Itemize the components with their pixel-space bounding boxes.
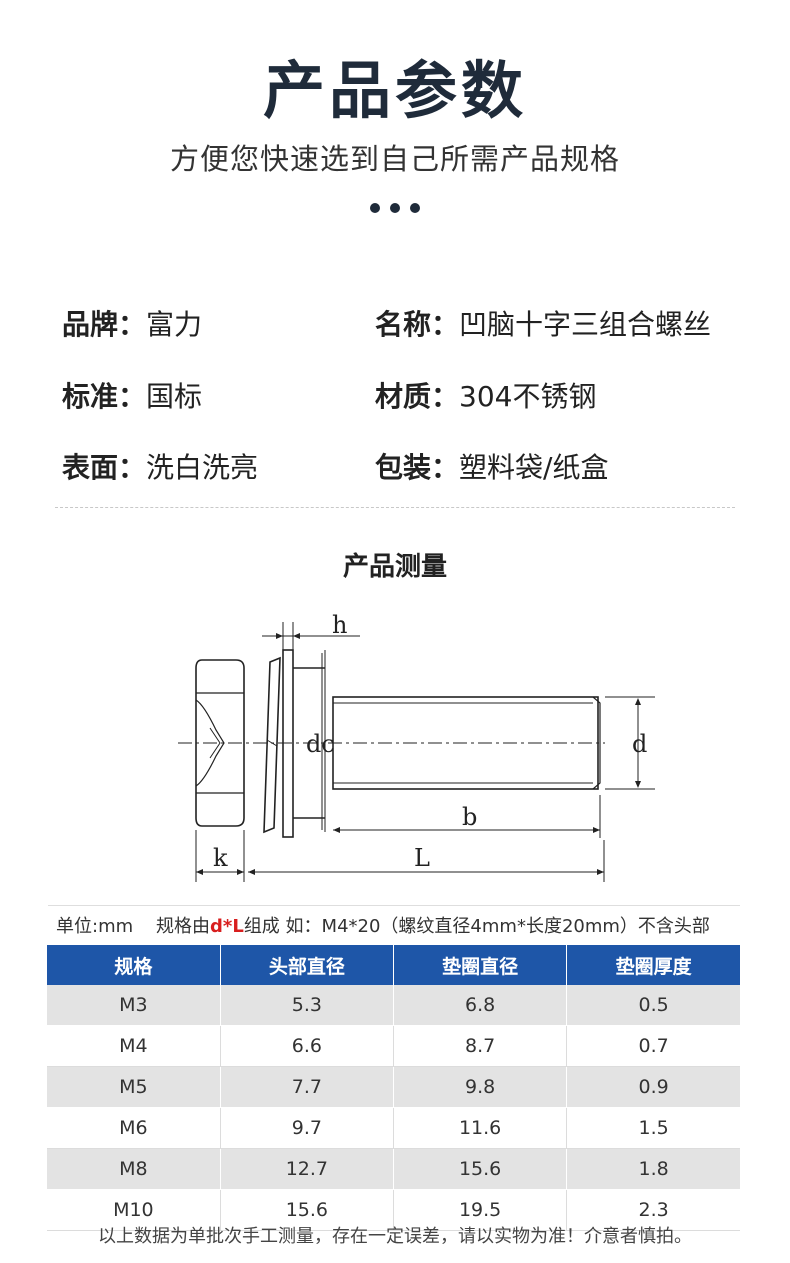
spec-material-key: 材质：	[375, 380, 460, 413]
spec-surface-value: 洗白洗亮	[146, 451, 259, 484]
table-cell: M6	[47, 1107, 221, 1149]
table-cell: M4	[47, 1025, 221, 1067]
spec-brand-key: 品牌：	[62, 308, 147, 341]
table-cell: M8	[47, 1148, 221, 1190]
page-subtitle: 方便您快速选到自己所需产品规格	[169, 142, 620, 176]
page-title: 产品参数	[262, 54, 527, 127]
table-cell: M10	[47, 1189, 221, 1231]
table-cell: 2.3	[566, 1189, 740, 1231]
table-cell: M3	[47, 985, 221, 1026]
table-cell: 0.7	[566, 1025, 740, 1067]
table-cell: 0.5	[566, 985, 740, 1026]
table-header: 垫圈直径	[393, 945, 568, 985]
spec-brand-value: 富力	[146, 308, 203, 341]
label-d: d	[632, 730, 647, 758]
spec-standard: 标准：国标	[62, 375, 202, 415]
table-cell: 1.5	[566, 1107, 740, 1149]
table-row: M10 15.6 19.5 2.3	[47, 1189, 740, 1231]
spec-name-key: 名称：	[375, 308, 460, 341]
table-cell: 1.8	[566, 1148, 740, 1190]
screw-dimension-diagram: h dc d b k L	[178, 611, 655, 882]
table-row: M6 9.7 11.6 1.5	[47, 1107, 740, 1149]
table-row: M3 5.3 6.8 0.5	[47, 985, 740, 1026]
spec-packaging-value: 塑料袋/纸盒	[459, 451, 609, 484]
unit-note-prefix: 单位:mm 规格由	[56, 916, 211, 937]
measure-title: 产品测量	[342, 552, 447, 582]
table-row: M4 6.6 8.7 0.7	[47, 1025, 740, 1067]
table-header-row: 规格 头部直径 垫圈直径 垫圈厚度	[47, 945, 740, 985]
label-k: k	[213, 844, 228, 872]
table-cell: 6.8	[393, 985, 568, 1026]
table-cell: 6.6	[220, 1025, 395, 1067]
parameter-table: 规格 头部直径 垫圈直径 垫圈厚度 M3 5.3 6.8 0.5 M4 6.6 …	[47, 945, 740, 1231]
spec-packaging-key: 包装：	[375, 451, 460, 484]
spec-standard-key: 标准：	[62, 380, 147, 413]
spec-name-value: 凹脑十字三组合螺丝	[459, 308, 712, 341]
table-cell: 5.3	[220, 985, 395, 1026]
label-b: b	[462, 803, 477, 831]
spec-brand: 品牌：富力	[62, 303, 202, 343]
spec-material: 材质：304不锈钢	[375, 375, 596, 415]
table-cell: M5	[47, 1066, 221, 1108]
spec-packaging: 包装：塑料袋/纸盒	[375, 446, 608, 486]
spec-surface: 表面：洗白洗亮	[62, 446, 258, 486]
unit-note: 单位:mm 规格由d*L组成 如：M4*20（螺纹直径4mm*长度20mm）不含…	[48, 905, 740, 945]
unit-note-highlight: d*L	[210, 916, 244, 937]
table-header: 规格	[47, 945, 221, 985]
table-header: 垫圈厚度	[566, 945, 740, 985]
disclaimer-note: 以上数据为单批次手工测量，存在一定误差，请以实物为准！介意者慎拍。	[98, 1226, 692, 1247]
table-cell: 8.7	[393, 1025, 568, 1067]
table-cell: 11.6	[393, 1107, 568, 1149]
table-cell: 9.7	[220, 1107, 395, 1149]
spec-surface-key: 表面：	[62, 451, 147, 484]
table-cell: 15.6	[393, 1148, 568, 1190]
table-row: M8 12.7 15.6 1.8	[47, 1148, 740, 1190]
spec-name: 名称：凹脑十字三组合螺丝	[375, 303, 711, 343]
unit-note-suffix: 组成 如：M4*20（螺纹直径4mm*长度20mm）不含头部	[243, 916, 710, 937]
table-cell: 15.6	[220, 1189, 395, 1231]
table-cell: 19.5	[393, 1189, 568, 1231]
label-h: h	[332, 611, 347, 639]
table-cell: 9.8	[393, 1066, 568, 1108]
table-cell: 12.7	[220, 1148, 395, 1190]
table-row: M5 7.7 9.8 0.9	[47, 1066, 740, 1108]
spec-material-value: 304不锈钢	[459, 380, 597, 413]
section-divider	[55, 507, 735, 508]
table-header: 头部直径	[220, 945, 395, 985]
label-L: L	[414, 844, 430, 872]
spec-standard-value: 国标	[146, 380, 203, 413]
table-cell: 7.7	[220, 1066, 395, 1108]
label-dc: dc	[306, 730, 335, 758]
decorative-dots	[0, 198, 790, 217]
table-cell: 0.9	[566, 1066, 740, 1108]
